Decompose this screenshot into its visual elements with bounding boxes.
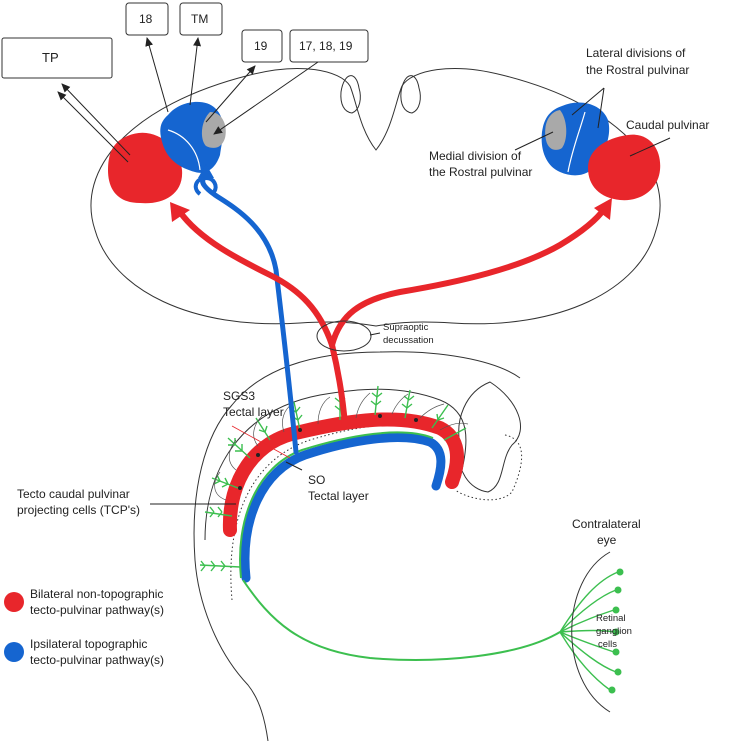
caudal-pulvinar-left [108,132,183,204]
bilateral-pathway-red-stem [329,342,348,428]
supraoptic-label-l1: Supraoptic [383,322,429,333]
contralateral-eye-label-l2: eye [597,533,617,547]
areas-17-18-19-box-label: 17, 18, 19 [299,39,353,53]
retinal-label-l3: cells [598,639,617,650]
tcp-label-l2: projecting cells (TCP's) [17,503,140,517]
rostral-division-line-left [167,129,201,171]
areas-17-18-19-box [289,29,369,63]
brainstem-outline [193,351,521,741]
sgs3-tectal-layer-red [222,412,464,537]
bilateral-left-arrowhead [170,202,190,222]
tcp-label-l1: Tecto caudal pulvinar [17,487,130,501]
tp-box-label: TP [42,50,59,65]
area18-box [125,2,169,36]
bilateral-pathway-red-left [177,209,335,348]
supraoptic-decussation [316,320,372,352]
so-label-l2: Tectal layer [308,489,369,503]
bilateral-right-arrowhead [594,198,612,220]
retinal-ganglion-cell-bodies [608,568,624,694]
retinal-pathway-green [242,579,561,661]
sgs3-label-l1: SGS3 [223,389,255,403]
retinal-label-l1: Retinal [596,613,626,624]
supraoptic-label-l2: decussation [383,335,434,346]
legend-blue-label-l2: tecto-pulvinar pathway(s) [30,653,164,667]
sgs3-label-l2: Tectal layer [223,405,284,419]
ipsilateral-pathway-blue [200,175,299,455]
so-tectal-layer-blue [240,433,446,583]
contralateral-eye-outline [571,551,611,713]
tm-box-label: TM [191,12,208,26]
midbrain-edge-dotted [454,434,522,501]
area19-box-label: 19 [254,39,268,53]
area18-box-label: 18 [139,12,153,26]
legend-red-label-l1: Bilateral non-topographic [30,587,163,601]
legend-blue-swatch [4,642,24,662]
midline-notch-right [400,75,421,114]
medial-rostral-pulvinar-right [545,110,567,150]
rostral-division-line-right [567,111,586,173]
tectal-surface-arc [204,388,467,541]
tp-box [1,37,113,79]
label-pointer-lines [150,87,671,505]
medial-division-label-l1: Medial division of [429,149,522,163]
midbrain-outline [458,381,521,493]
tm-box [179,2,223,36]
legend-red-swatch [4,592,24,612]
lateral-divisions-label-l2: the Rostral pulvinar [586,63,689,77]
legend-blue-label-l1: Ipsilateral topographic [30,637,147,651]
area19-box [241,29,283,63]
medial-division-label-l2: the Rostral pulvinar [429,165,532,179]
midline-notch-left [340,75,361,114]
legend-red-label-l2: tecto-pulvinar pathway(s) [30,603,164,617]
retinal-label-l2: ganglion [596,626,632,637]
ipsilateral-arrowhead [198,164,214,178]
retinal-input-green-layer [239,431,434,579]
lateral-divisions-label-l1: Lateral divisions of [586,46,686,60]
so-label-l1: SO [308,473,325,487]
cortical-projection-arrows [57,37,319,163]
caudal-pulvinar-label: Caudal pulvinar [626,118,709,132]
legend: Bilateral non-topographic tecto-pulvinar… [4,587,164,667]
retinal-ganglion-fibers [559,571,619,691]
contralateral-eye-label-l1: Contralateral [572,517,641,531]
bilateral-pathway-red-right [329,205,608,348]
